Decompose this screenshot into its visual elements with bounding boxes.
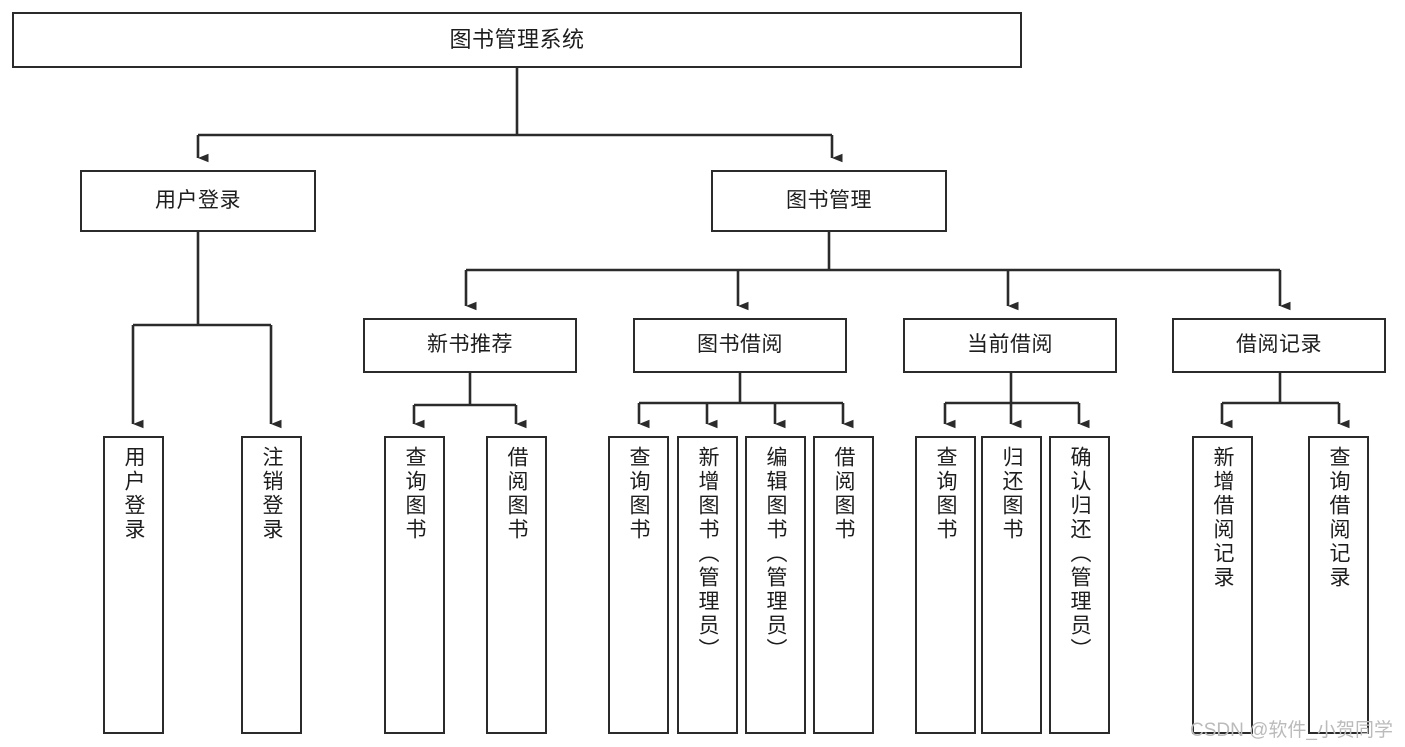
node-borrow-record[interactable]: 借阅记录 — [1172, 318, 1386, 373]
leaf-book-borrow-add-book-admin[interactable]: 新增图书（管理员） — [677, 436, 738, 734]
leaf-label: 借阅图书 — [832, 446, 855, 542]
leaf-label: 查询图书 — [403, 446, 426, 542]
leaf-label: 编辑图书（管理员） — [764, 446, 787, 662]
leaf-label: 新增图书（管理员） — [696, 446, 719, 662]
leaf-user-login-logout[interactable]: 注销登录 — [241, 436, 302, 734]
leaf-current-borrow-query-book[interactable]: 查询图书 — [915, 436, 976, 734]
node-borrow-record-label: 借阅记录 — [1236, 333, 1322, 357]
leaf-label: 借阅图书 — [505, 446, 528, 542]
node-new-book-recommend[interactable]: 新书推荐 — [363, 318, 577, 373]
leaf-label: 新增借阅记录 — [1211, 446, 1234, 590]
leaf-current-borrow-confirm-return-admin[interactable]: 确认归还（管理员） — [1049, 436, 1110, 734]
leaf-label: 查询图书 — [627, 446, 650, 542]
node-root-label: 图书管理系统 — [449, 27, 585, 53]
node-book-borrow[interactable]: 图书借阅 — [633, 318, 847, 373]
leaf-new-book-query-book[interactable]: 查询图书 — [384, 436, 445, 734]
leaf-user-login-login[interactable]: 用户登录 — [103, 436, 164, 734]
leaf-book-borrow-edit-book-admin[interactable]: 编辑图书（管理员） — [745, 436, 806, 734]
leaf-label: 归还图书 — [1000, 446, 1023, 542]
node-user-login[interactable]: 用户登录 — [80, 170, 316, 232]
node-new-book-recommend-label: 新书推荐 — [427, 333, 513, 357]
node-book-management-label: 图书管理 — [786, 188, 872, 212]
node-root-book-management-system[interactable]: 图书管理系统 — [12, 12, 1022, 68]
leaf-borrow-record-add-record[interactable]: 新增借阅记录 — [1192, 436, 1253, 734]
leaf-label: 用户登录 — [122, 446, 145, 542]
node-current-borrow[interactable]: 当前借阅 — [903, 318, 1117, 373]
leaf-label: 确认归还（管理员） — [1068, 446, 1091, 662]
leaf-label: 注销登录 — [260, 446, 283, 542]
node-current-borrow-label: 当前借阅 — [967, 333, 1053, 357]
leaf-borrow-record-query-record[interactable]: 查询借阅记录 — [1308, 436, 1369, 734]
node-book-borrow-label: 图书借阅 — [697, 333, 783, 357]
leaf-label: 查询图书 — [934, 446, 957, 542]
csdn-watermark: CSDN @软件_小贺同学 — [1190, 720, 1393, 741]
leaf-current-borrow-return-book[interactable]: 归还图书 — [981, 436, 1042, 734]
node-book-management[interactable]: 图书管理 — [711, 170, 947, 232]
leaf-label: 查询借阅记录 — [1327, 446, 1350, 590]
leaf-book-borrow-query-book[interactable]: 查询图书 — [608, 436, 669, 734]
node-user-login-label: 用户登录 — [155, 188, 241, 212]
leaf-new-book-borrow-book[interactable]: 借阅图书 — [486, 436, 547, 734]
leaf-book-borrow-borrow-book[interactable]: 借阅图书 — [813, 436, 874, 734]
